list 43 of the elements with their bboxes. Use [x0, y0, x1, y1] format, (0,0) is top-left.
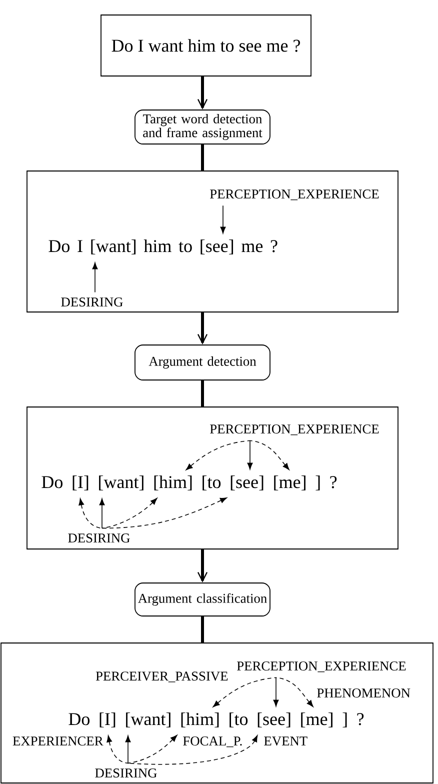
connector-line	[201, 144, 204, 171]
arrow	[220, 205, 226, 234]
dashed-arrow	[186, 440, 250, 470]
arrow	[125, 735, 131, 764]
dashed-arrow	[106, 735, 128, 764]
sentence: Do [I] [want] [him] [to [see] [me] ] ?	[68, 712, 364, 728]
edge-label: PHENOMENON	[316, 687, 411, 700]
process-box: Argument detection	[134, 344, 270, 380]
arrow	[247, 440, 253, 470]
edge-label: EVENT	[263, 735, 308, 748]
arrow	[197, 549, 208, 583]
arrow	[197, 312, 208, 345]
arrow	[92, 262, 98, 293]
arrow	[197, 76, 208, 110]
edge-label: PERCEIVER_PASSIVE	[95, 670, 229, 683]
arrow	[99, 498, 105, 529]
dashed-arrow	[78, 498, 102, 529]
dashed-arrow	[102, 498, 227, 529]
process-box: Target word detection and frame assignment	[134, 110, 270, 144]
process-box: Argument classification	[134, 582, 270, 616]
frame-label: DESIRING	[95, 768, 157, 778]
dashed-arrow	[128, 734, 178, 764]
dashed-arrow	[102, 498, 158, 529]
frame-label: DESIRING	[61, 298, 123, 307]
sentence: Do [I] [want] [him] [to [see] [me] ] ?	[42, 476, 337, 490]
panel	[0, 642, 434, 784]
frame-label: PERCEPTION_EXPERIENCE	[210, 424, 379, 436]
edge-label: FOCAL_P.	[182, 735, 244, 748]
edge-label: EXPERIENCER	[12, 735, 104, 748]
frame-label: PERCEPTION_EXPERIENCE	[210, 190, 379, 200]
connector-line	[201, 616, 204, 643]
connector-line	[201, 380, 204, 407]
dashed-arrow	[276, 677, 314, 707]
frame-label: PERCEPTION_EXPERIENCE	[237, 662, 406, 672]
arrow	[273, 677, 279, 707]
frame-label: DESIRING	[68, 534, 130, 543]
dashed-arrow	[250, 440, 290, 470]
panel	[26, 170, 398, 312]
text-box: Do I want him to see me ?	[100, 14, 312, 76]
dashed-arrow	[128, 735, 258, 765]
dashed-arrow	[212, 677, 276, 708]
panel	[26, 406, 398, 550]
sentence: Do I [want] him to [see] me ?	[48, 240, 278, 254]
